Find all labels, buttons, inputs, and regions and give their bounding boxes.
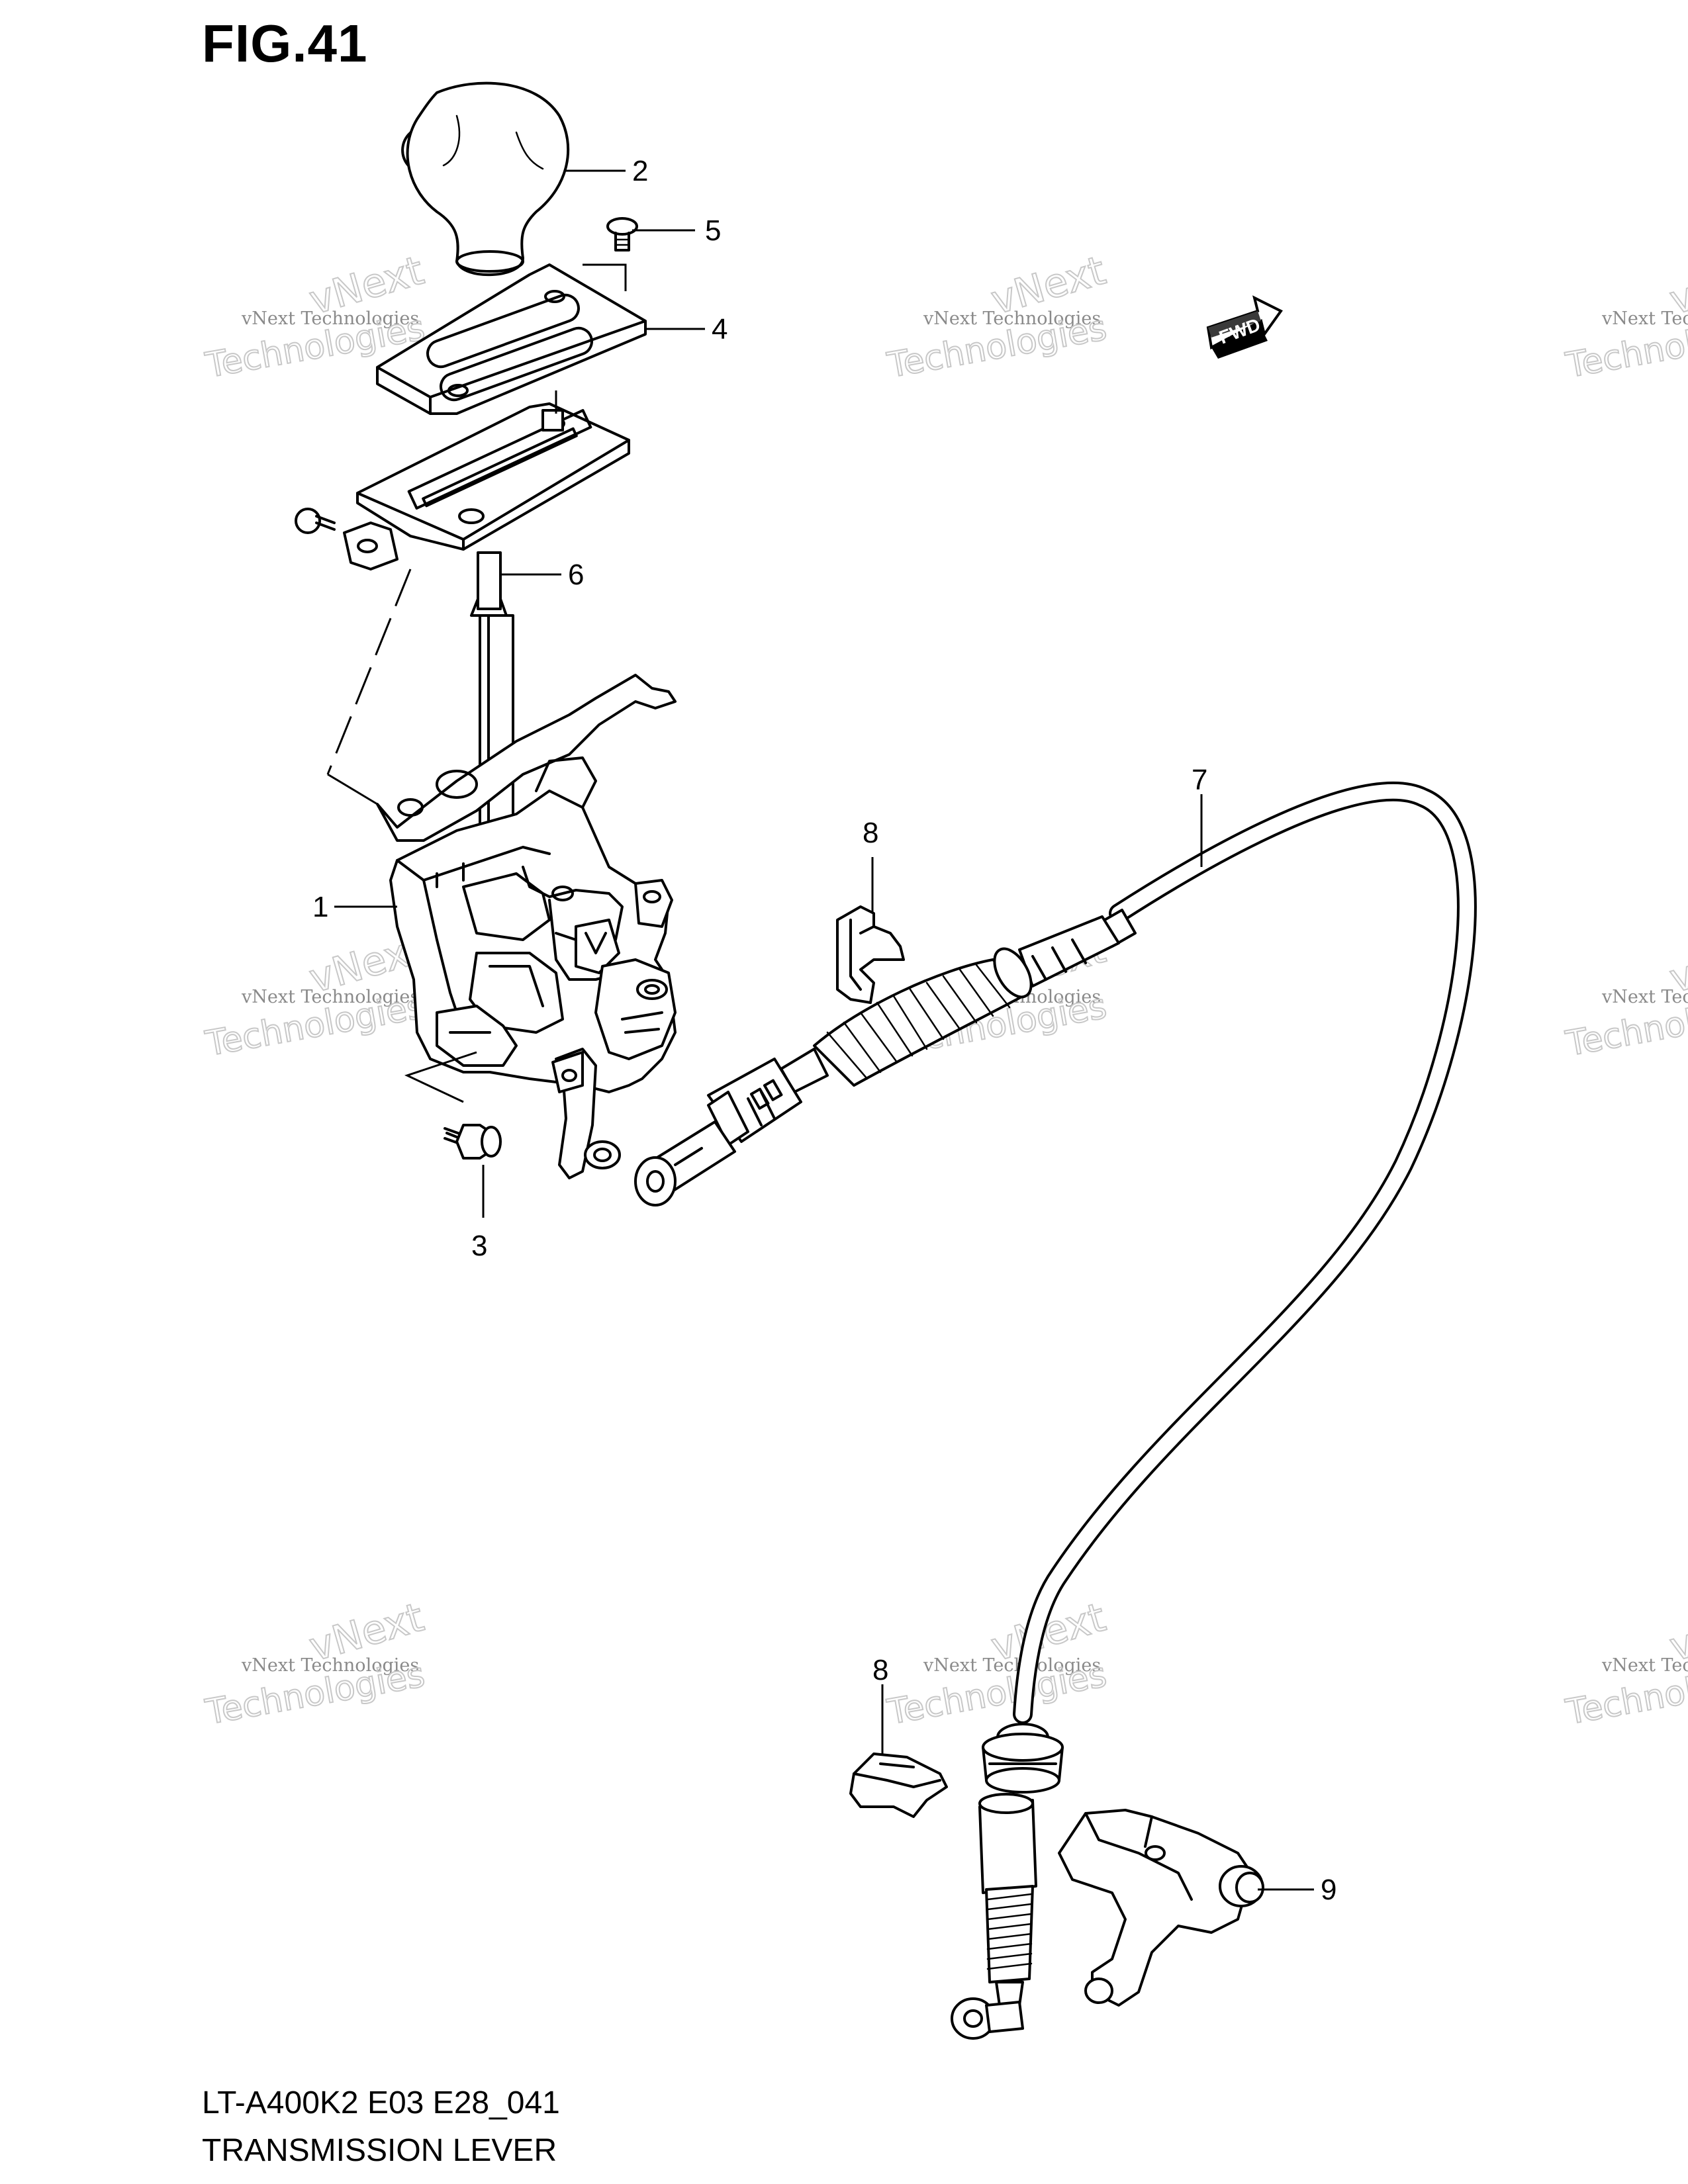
watermark-9: vNext Technologies vNext Technologies	[1562, 1594, 1688, 1733]
callout-4: 4	[712, 313, 727, 345]
watermark-4: vNext Technologies vNext Technologies	[202, 925, 430, 1065]
callouts: 2 5 4 6 1 3 8 7 8 9	[312, 155, 1336, 1906]
knob-part	[401, 81, 570, 277]
svg-text:vNext Technologies: vNext Technologies	[1601, 308, 1688, 329]
watermark-8: vNext Technologies vNext Technologies	[884, 1594, 1111, 1733]
svg-text:vNext Technologies: vNext Technologies	[241, 987, 419, 1007]
bolt-lead	[404, 1051, 477, 1103]
watermark-7: vNext Technologies vNext Technologies	[202, 1594, 430, 1733]
svg-text:vNext Technologies: vNext Technologies	[1601, 987, 1688, 1007]
svg-text:vNext Technologies: vNext Technologies	[1601, 1655, 1688, 1676]
clip-lower-part	[849, 1752, 948, 1818]
screw-part	[606, 217, 638, 251]
callout-8-upper: 8	[863, 817, 878, 849]
fwd-arrow-badge: FWD	[1206, 295, 1283, 359]
svg-text:vNext Technologies: vNext Technologies	[241, 1655, 419, 1676]
svg-text:vNext Technologies: vNext Technologies	[923, 308, 1101, 329]
callout-1: 1	[312, 891, 328, 923]
callout-2: 2	[632, 155, 648, 187]
watermark-3: vNext Technologies vNext Technologies	[1562, 247, 1688, 387]
cable-lower-end	[951, 1723, 1064, 2040]
side-bolt-part	[295, 508, 336, 534]
clip-upper-part	[836, 905, 905, 1004]
bolt-part	[444, 1124, 502, 1160]
watermark-2: vNext Technologies vNext Technologies	[884, 247, 1111, 387]
svg-text:vNext Technologies: vNext Technologies	[923, 1655, 1101, 1676]
bracket-part	[1058, 1809, 1264, 2007]
watermark-6: vNext Technologies vNext Technologies	[1562, 925, 1688, 1065]
callout-7: 7	[1192, 764, 1207, 796]
lever-assembly-part	[376, 674, 677, 1179]
callout-5: 5	[705, 214, 721, 247]
cable-part	[634, 781, 1477, 1724]
plate-upper-part	[376, 263, 647, 415]
cable-boot	[813, 947, 1033, 1087]
dashed-alignment-lines	[326, 263, 627, 805]
callout-6: 6	[568, 559, 584, 591]
svg-text:vNext Technologies: vNext Technologies	[241, 308, 419, 329]
diagram-name: TRANSMISSION LEVER	[202, 2133, 557, 2168]
callout-8-lower: 8	[872, 1654, 888, 1686]
callout-3: 3	[471, 1230, 487, 1262]
model-code: LT-A400K2 E03 E28_041	[202, 2085, 560, 2120]
callout-9: 9	[1321, 1874, 1336, 1906]
figure-title: FIG.41	[202, 14, 368, 73]
gate-plate-part	[343, 402, 630, 570]
